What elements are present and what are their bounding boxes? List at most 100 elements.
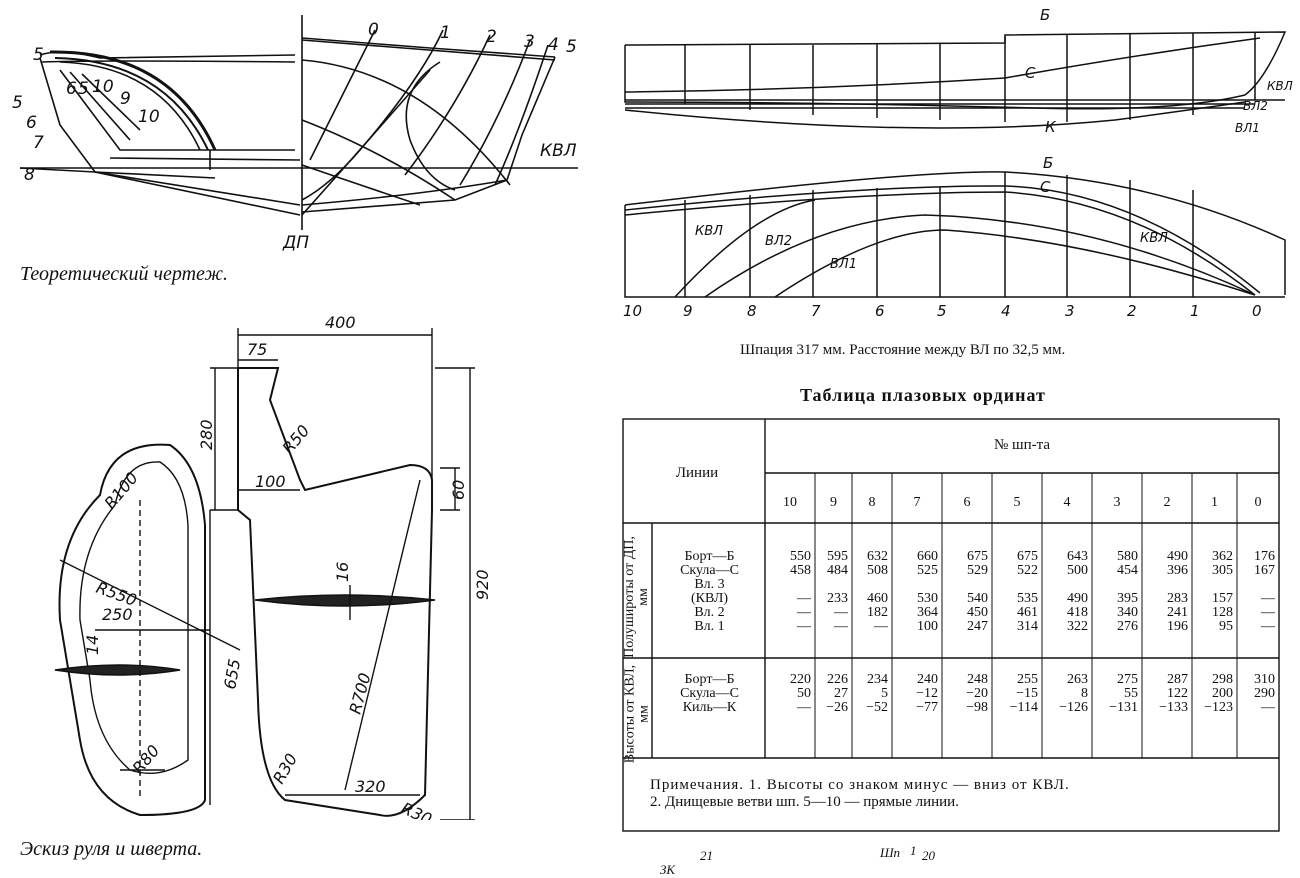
table-cell: 122 <box>1167 686 1188 701</box>
plan-label-kvl-left: КВЛ <box>695 224 723 239</box>
kvl-label: КВЛ <box>540 141 577 161</box>
station-col-header: 7 <box>913 495 921 510</box>
group2-label: Высоты от КВЛ, мм <box>622 664 652 764</box>
plan-label-kvl-right: КВЛ <box>1140 231 1168 246</box>
table-cell: 5 <box>881 686 888 701</box>
table-cell: −114 <box>1009 700 1038 715</box>
table-cell: −123 <box>1204 700 1233 715</box>
table-cell: — <box>1261 591 1275 606</box>
station-col-header: 5 <box>1013 495 1021 510</box>
table-cell: 322 <box>1067 619 1088 634</box>
plan-station-4: 4 <box>1001 302 1011 320</box>
profile-drawing: Б С К КВЛ ВЛ2 ВЛ1 Б С КВЛ ВЛ2 ВЛ1 КВЛ 10… <box>623 6 1293 320</box>
table-cell: 100 <box>917 619 938 634</box>
left-label-5c: 5 <box>78 79 89 99</box>
table-cell: — <box>1261 619 1275 634</box>
fragment-21: 21 <box>700 848 713 863</box>
table-cell: 240 <box>917 672 938 687</box>
table-cell: 522 <box>1017 563 1038 578</box>
table-cell: 8 <box>1081 686 1088 701</box>
table-cell: 196 <box>1167 619 1188 634</box>
left-label-5a: 5 <box>33 45 44 65</box>
row-name: Вл. 1 <box>694 619 725 634</box>
station-label-2: 2 <box>486 27 497 47</box>
table-cell: 55 <box>1124 686 1138 701</box>
table-cell: 276 <box>1117 619 1138 634</box>
table-cell: 675 <box>1017 549 1038 564</box>
table-cell: 595 <box>827 549 848 564</box>
table-cell: 418 <box>1067 605 1088 620</box>
body-plan-drawing: 0 1 2 3 4 5 5 5 6 7 8 6 5 10 9 10 КВЛ ДП <box>12 15 578 253</box>
table-cell: 234 <box>867 672 888 687</box>
spacing-note: Шпация 317 мм. Расстояние между ВЛ по 32… <box>740 342 1066 358</box>
table-cell: 396 <box>1167 563 1188 578</box>
table-cell: 182 <box>867 605 888 620</box>
note-line-2: 2. Днищевые ветви шп. 5—10 — прямые лини… <box>650 794 959 810</box>
table-cell: 314 <box>1017 619 1038 634</box>
station-col-header: 3 <box>1113 495 1121 510</box>
table-cell: −12 <box>916 686 938 701</box>
station-label-1: 1 <box>440 23 451 43</box>
table-cell: 458 <box>790 563 811 578</box>
station-col-header: 1 <box>1211 495 1218 510</box>
table-cell: 525 <box>917 563 938 578</box>
table-cell: 550 <box>790 549 811 564</box>
profile-label-kvl: КВЛ <box>1267 79 1293 93</box>
table-cell: 167 <box>1254 563 1275 578</box>
table-cell: −126 <box>1059 700 1088 715</box>
table-cell: 530 <box>917 591 938 606</box>
left-label-10b: 10 <box>138 107 160 127</box>
board-r700: R700 <box>346 671 375 716</box>
fragment-1: 1 <box>910 843 917 858</box>
table-cell: 490 <box>1067 591 1088 606</box>
profile-label-k: К <box>1045 118 1057 136</box>
table-cell: −131 <box>1109 700 1138 715</box>
profile-label-c: С <box>1025 64 1036 82</box>
profile-label-vl1: ВЛ1 <box>1235 121 1260 135</box>
plan-label-vl1: ВЛ1 <box>830 257 857 272</box>
plan-station-8: 8 <box>747 302 757 320</box>
offsets-table-grid <box>622 418 1280 832</box>
station-col-header: 6 <box>963 495 971 510</box>
rudder-t14: 14 <box>83 635 102 655</box>
station-label-3: 3 <box>524 32 535 52</box>
table-cell: −15 <box>1016 686 1038 701</box>
rudder-w250: 250 <box>102 605 133 624</box>
station-label-5: 5 <box>566 37 577 57</box>
board-h920: 920 <box>473 569 492 600</box>
table-cell: 283 <box>1167 591 1188 606</box>
table-cell: 660 <box>917 549 938 564</box>
table-cell: 310 <box>1254 672 1275 687</box>
row-name: Скула—С <box>680 686 739 701</box>
fragment-zk: ЗК <box>660 862 676 877</box>
station-col-header: 0 <box>1254 495 1262 510</box>
table-cell: 490 <box>1167 549 1188 564</box>
board-t16: 16 <box>333 562 352 582</box>
table-cell: 287 <box>1167 672 1188 687</box>
table-cell: 263 <box>1067 672 1088 687</box>
board-w100: 100 <box>255 472 286 491</box>
table-cell: 226 <box>827 672 848 687</box>
plan-label-b: Б <box>1043 154 1053 172</box>
table-cell: 632 <box>867 549 888 564</box>
plan-station-3: 3 <box>1065 302 1075 320</box>
plan-station-5: 5 <box>937 302 947 320</box>
table-cell: −133 <box>1159 700 1188 715</box>
table-cell: 508 <box>867 563 888 578</box>
rudder-sketch-caption: Эскиз руля и шверта. <box>20 838 203 860</box>
table-notes: Примечания. 1. Высоты со знаком минус — … <box>650 777 1070 811</box>
table-cell: 220 <box>790 672 811 687</box>
station-label-4: 4 <box>548 35 559 55</box>
left-label-6b: 6 <box>66 79 77 99</box>
table-title: Таблица плазовых ординат <box>800 385 1046 405</box>
table-cell: — <box>797 605 811 620</box>
plan-label-vl2: ВЛ2 <box>765 234 792 249</box>
table-cell: 395 <box>1117 591 1138 606</box>
table-cell: — <box>834 605 848 620</box>
row-name: Скула—С <box>680 563 739 578</box>
note-line-1: Примечания. 1. Высоты со знаком минус — … <box>650 777 1070 793</box>
station-col-header: 10 <box>783 495 797 510</box>
row-name: Борт—Б <box>684 549 735 564</box>
table-cell: 247 <box>967 619 988 634</box>
row-name: Борт—Б <box>684 672 735 687</box>
